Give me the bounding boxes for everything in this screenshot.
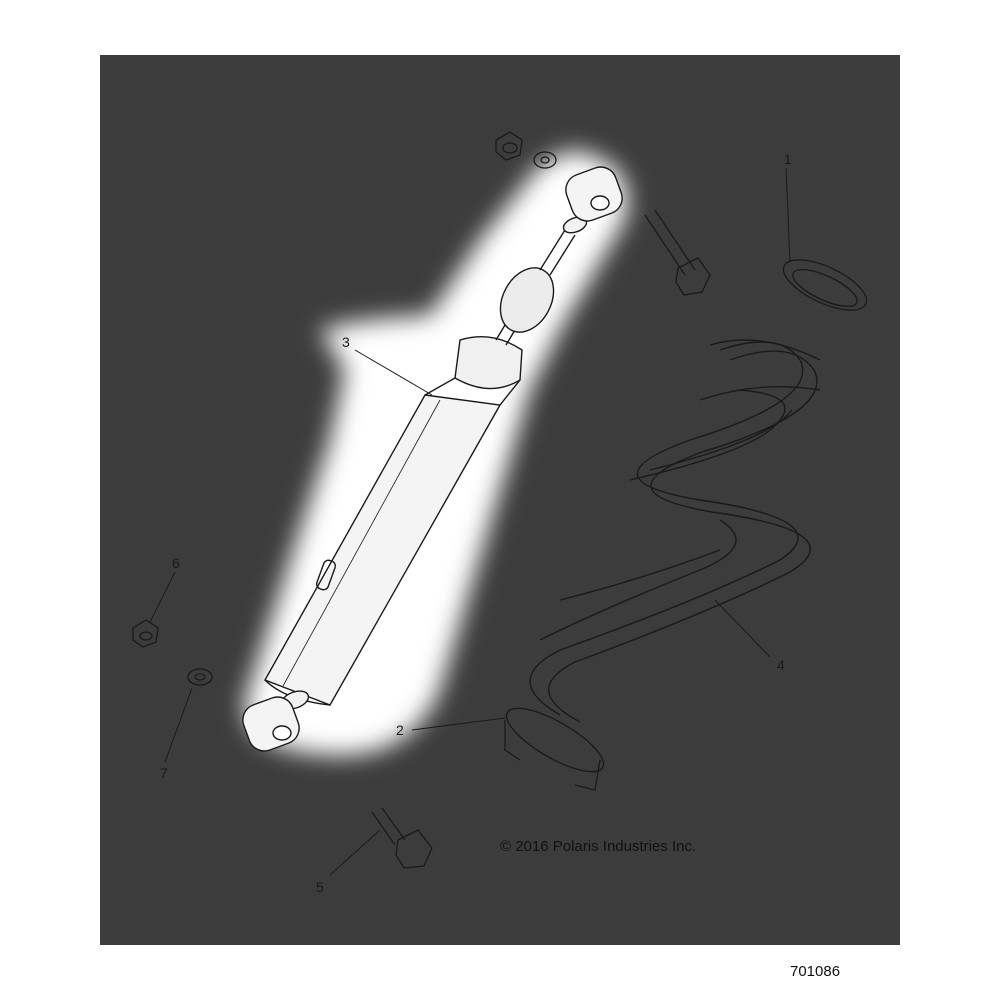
callout-2: 2 bbox=[396, 722, 404, 738]
callout-4: 4 bbox=[777, 657, 785, 673]
upper-bolt-part bbox=[644, 209, 711, 296]
coil-spring-part bbox=[529, 339, 821, 723]
shock-absorber-part bbox=[242, 166, 623, 752]
spring-retainer-part bbox=[782, 259, 868, 311]
callout-7: 7 bbox=[160, 765, 168, 781]
copyright-notice: © 2016 Polaris Industries Inc. bbox=[500, 838, 697, 855]
top-nut-part bbox=[495, 131, 523, 161]
callout-3: 3 bbox=[342, 334, 350, 350]
diagram-background bbox=[100, 55, 900, 945]
spring-seat-part bbox=[504, 707, 605, 791]
drawing-number: 701086 bbox=[790, 963, 841, 980]
callout-5: 5 bbox=[316, 879, 324, 895]
callout-1: 1 bbox=[784, 151, 792, 167]
lower-washer-part bbox=[187, 668, 213, 686]
leader-lines bbox=[149, 167, 791, 876]
lower-nut-part bbox=[132, 619, 159, 648]
callout-6: 6 bbox=[172, 555, 180, 571]
top-washer-part bbox=[533, 151, 557, 169]
lower-bolt-part bbox=[371, 807, 433, 869]
